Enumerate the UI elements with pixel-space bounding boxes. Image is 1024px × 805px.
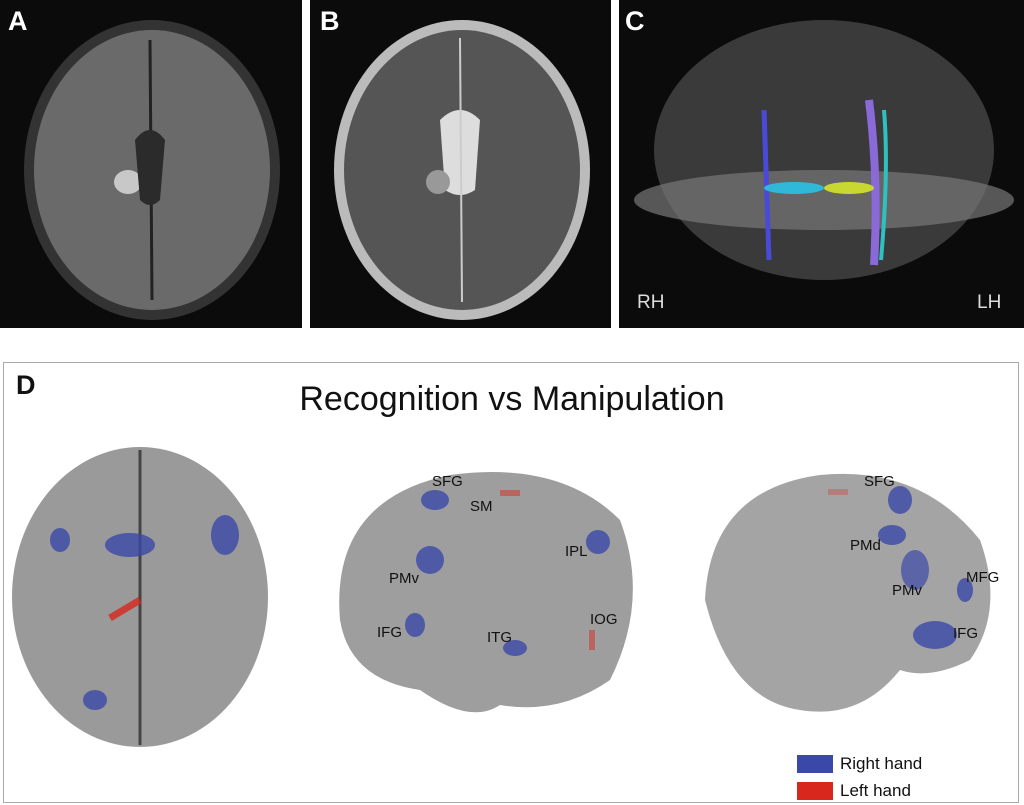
legend-swatch-right-hand (797, 755, 833, 773)
region-label-sfg: SFG (864, 473, 895, 490)
region-label-sm: SM (470, 498, 493, 515)
panel-a-flair-mri: A (0, 0, 302, 328)
region-label-pmv: PMv (892, 582, 922, 599)
figure-title: Recognition vs Manipulation (299, 380, 725, 418)
region-label-ipl: IPL (565, 543, 588, 560)
panel-b-t2-mri: B (310, 0, 611, 328)
region-label-ifg: IFG (377, 624, 402, 641)
region-label-mfg: MFG (966, 569, 1000, 586)
left-hemisphere-label: LH (977, 292, 1002, 313)
axial-mri-image (334, 20, 590, 320)
region-label-ifg: IFG (953, 625, 978, 642)
panel-label-d: D (16, 370, 36, 400)
legend-label-left-hand: Left hand (840, 781, 911, 800)
panel-label-b: B (320, 6, 340, 36)
panel-label-a: A (8, 6, 28, 36)
panel-d-fmri (3, 362, 1019, 803)
region-label-sfg: SFG (432, 473, 463, 490)
panel-label-c: C (625, 6, 645, 36)
panel-c-tractography: C RH LH (619, 0, 1024, 328)
legend-swatch-left-hand (797, 782, 833, 800)
right-hemisphere-label: RH (637, 292, 665, 313)
axial-mri-image (24, 20, 280, 320)
region-label-iog: IOG (590, 611, 618, 628)
tractography-image (634, 20, 1014, 280)
region-label-pmd: PMd (850, 537, 881, 554)
legend-label-right-hand: Right hand (840, 754, 923, 773)
region-label-itg: ITG (487, 629, 512, 646)
region-label-pmv: PMv (389, 570, 419, 587)
